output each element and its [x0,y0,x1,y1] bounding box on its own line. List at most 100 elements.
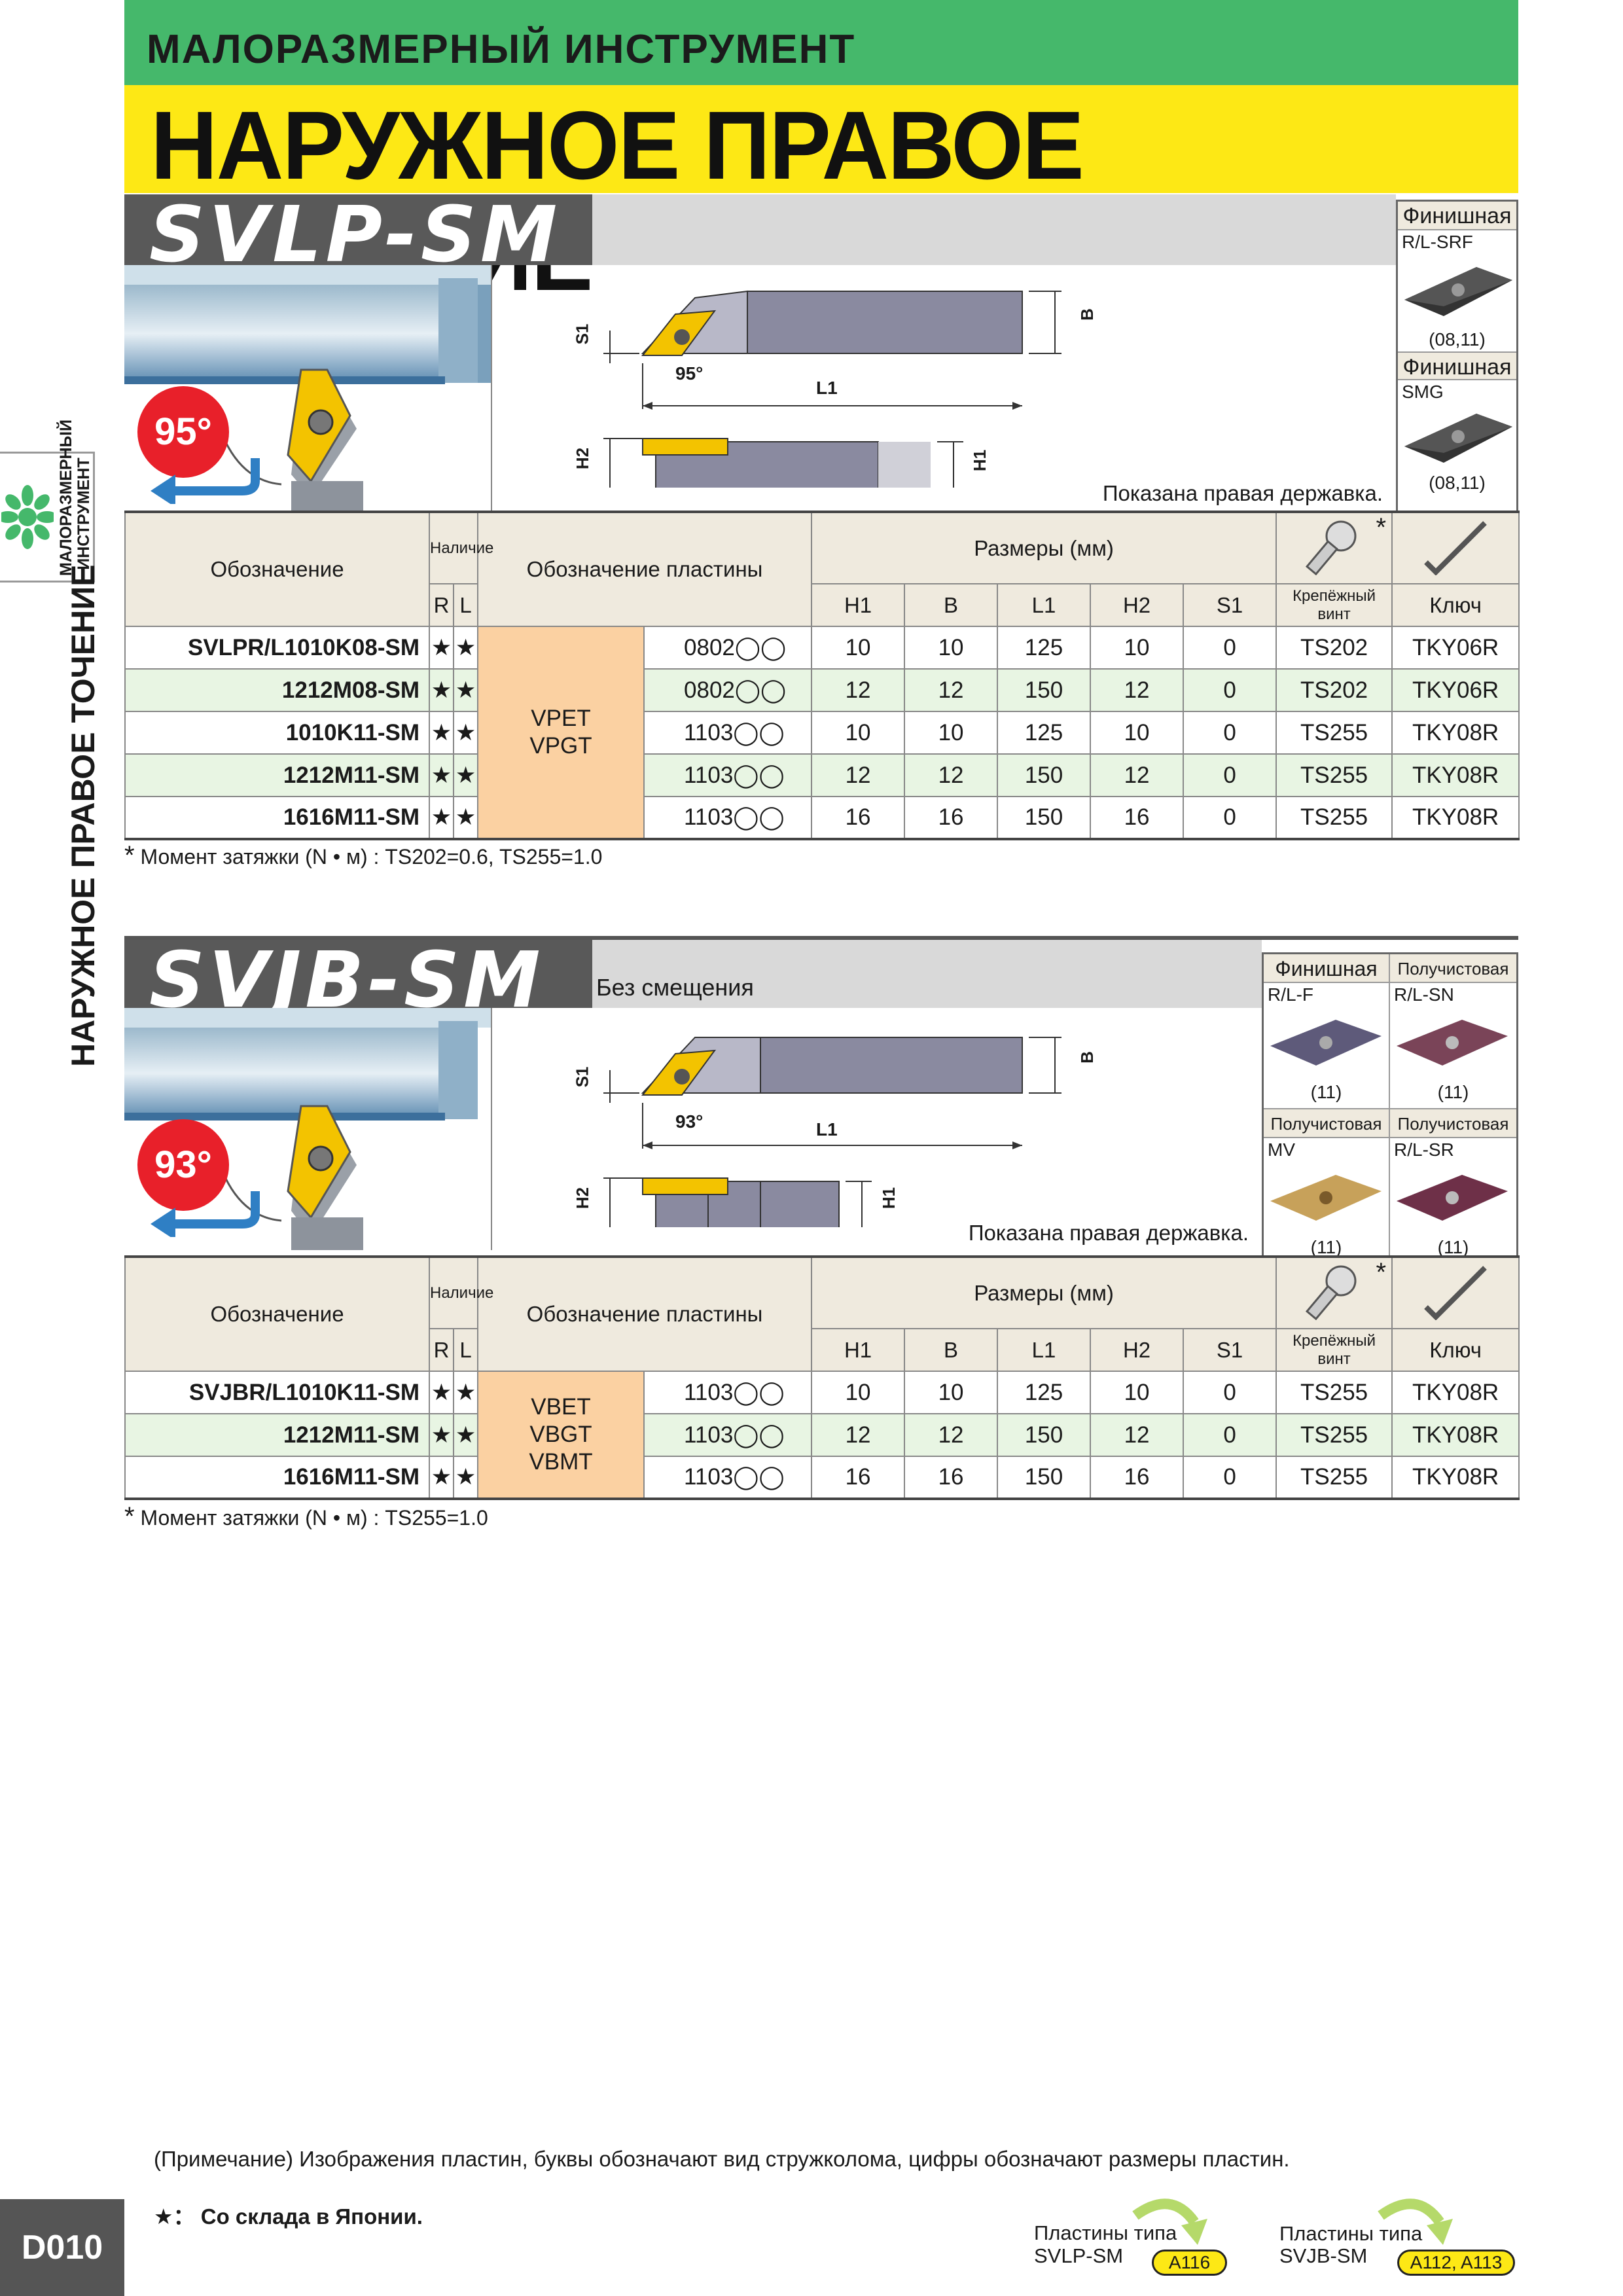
col-designation: Обозначение [124,511,430,627]
section2-drawing [603,1037,1061,1227]
section2-footnote: * Момент затяжки (N • м) : TS255=1.0 [124,1502,488,1532]
section1-holder-note: Показана правая державка. [1102,481,1383,505]
section2-dim-angle: 93° [675,1111,704,1132]
ref1-arrow-icon [1132,2198,1207,2245]
section2-insert1-type: Финишная [1264,954,1389,983]
row-h2: 16 [1090,1456,1185,1499]
row-s1: 0 [1183,753,1277,797]
row-h2: 16 [1090,796,1185,840]
row-h1: 16 [811,796,906,840]
ref2[interactable]: Пластины типа SVJB-SM A112, A113 [1279,2196,1518,2294]
section2-insert2: Получистовая R/L-SN (11) [1390,954,1516,1109]
section1-dim-s1: S1 [572,323,592,345]
section2-diagram: 93° L1 B S1 H2 H1 Показана правая держав… [491,1008,1262,1250]
row-designation: 1616M11-SM [124,796,430,840]
table-row: 1616M11-SM ★ ★ 1103◯◯ 16 16 150 16 0 TS2… [124,1456,1520,1499]
title-band: НАРУЖНОЕ ПРАВОЕ ТОЧЕНИЕ [124,85,1518,311]
section2-dim-h1: H1 [879,1187,899,1210]
section2-feed-arrow-icon [151,1191,260,1237]
row-h1: 16 [811,1456,906,1499]
row-l1: 125 [997,1371,1092,1414]
key-header [1391,511,1520,584]
row-h2: 12 [1090,668,1185,712]
ref2-arrow-icon [1378,2198,1453,2245]
table-row: 1212M11-SM ★ ★ 1103◯◯ 12 12 150 12 0 TS2… [124,1413,1520,1457]
section2-insert1-code: R/L-F [1268,984,1313,1005]
screw-icon [1305,520,1357,575]
section1-footnote-text: Момент затяжки (N • м) : TS202=0.6, TS25… [140,845,603,869]
section2-insert4: Получистовая R/L-SR (11) [1390,1109,1516,1265]
row-l: ★ [452,1413,479,1457]
section1-dim-h1: H1 [970,449,990,472]
row-insert: 1103◯◯ [643,753,813,797]
col-b: B [904,1328,999,1372]
section1-dim-angle: 95° [675,363,704,384]
section1-drawing [603,290,1061,488]
row-b: 10 [904,626,999,670]
ref1-label: Пластины типа [1034,2221,1177,2244]
section2-insert3-size: (11) [1310,1237,1342,1257]
row-s1: 0 [1183,1413,1277,1457]
ref2-page-link[interactable]: A112, A113 [1397,2250,1515,2276]
col-s1: S1 [1183,1328,1277,1372]
ref2-model: SVJB-SM [1279,2244,1368,2267]
screw-header: * [1275,1256,1393,1329]
row-l1: 125 [997,711,1092,755]
section1-insert2-code: SMG [1402,382,1444,402]
row-designation: 1010K11-SM [124,711,430,755]
col-insert: Обозначение пластины [477,511,813,627]
table-row: 1212M08-SM ★ ★ 0802◯◯ 12 12 150 12 0 TS2… [124,668,1520,712]
row-b: 12 [904,1413,999,1457]
page-number: D010 [0,2199,124,2296]
row-l: ★ [452,711,479,755]
section1-insert1-size: (08,11) [1429,329,1486,350]
row-key: TKY08R [1391,796,1520,840]
row-r: ★ [429,711,454,755]
section2-footnote-text: Момент затяжки (N • м) : TS255=1.0 [140,1506,488,1530]
section1-dim-h2: H2 [573,447,593,470]
col-screw: Крепёжный винт [1275,1328,1393,1372]
ref1-page-link[interactable]: A116 [1152,2250,1227,2276]
row-designation: SVJBR/L1010K11-SM [124,1371,430,1414]
row-s1: 0 [1183,796,1277,840]
section2-holder-note: Показана правая державка. [968,1221,1249,1245]
row-h1: 12 [811,668,906,712]
row-designation: 1212M11-SM [124,1413,430,1457]
section2-insert2-code: R/L-SN [1394,984,1454,1005]
footnote-asterisk: * [124,841,135,870]
section2-angle-badge: 93° [137,1119,229,1211]
col-b: B [904,583,999,627]
col-r: R [429,1328,454,1372]
section1-insert2-type: Финишная [1398,351,1516,380]
section1-dim-l1: L1 [816,378,838,398]
row-screw: TS255 [1275,753,1393,797]
section1-insert2-image [1404,414,1512,463]
screw-asterisk: * [1376,1258,1387,1287]
section2-insert1-image [1270,1020,1382,1066]
col-s1: S1 [1183,583,1277,627]
row-key: TKY08R [1391,711,1520,755]
section2-insert-panel: Финишная R/L-F (11) Получистовая R/L-SN … [1262,952,1518,1266]
row-l1: 125 [997,626,1092,670]
col-availability: Наличие [428,1256,493,1329]
row-s1: 0 [1183,1456,1277,1499]
row-b: 16 [904,1456,999,1499]
row-l1: 150 [997,753,1092,797]
section2-dim-l1: L1 [816,1119,838,1139]
category-band: МАЛОРАЗМЕРНЫЙ ИНСТРУМЕНТ [124,0,1518,85]
row-l: ★ [452,668,479,712]
row-h1: 12 [811,1413,906,1457]
insert-types-cell: VBET VBGT VBMT [477,1371,645,1499]
side-big-label: НАРУЖНОЕ ПРАВОЕ ТОЧЕНИЕ [65,564,101,1067]
section2-insert3-type: Получистовая [1264,1109,1389,1138]
stock-note: Со склада в Японии. [200,2204,423,2229]
section1-insert1-image [1404,267,1512,316]
row-h2: 10 [1090,626,1185,670]
section2-dim-b: B [1077,1051,1097,1064]
row-insert: 1103◯◯ [643,1371,813,1414]
section2-dim-s1: S1 [572,1066,592,1088]
section2-insert1: Финишная R/L-F (11) [1264,954,1390,1109]
ref1[interactable]: Пластины типа SVLP-SM A116 [1034,2196,1230,2294]
col-l1: L1 [997,1328,1092,1372]
row-h1: 12 [811,753,906,797]
